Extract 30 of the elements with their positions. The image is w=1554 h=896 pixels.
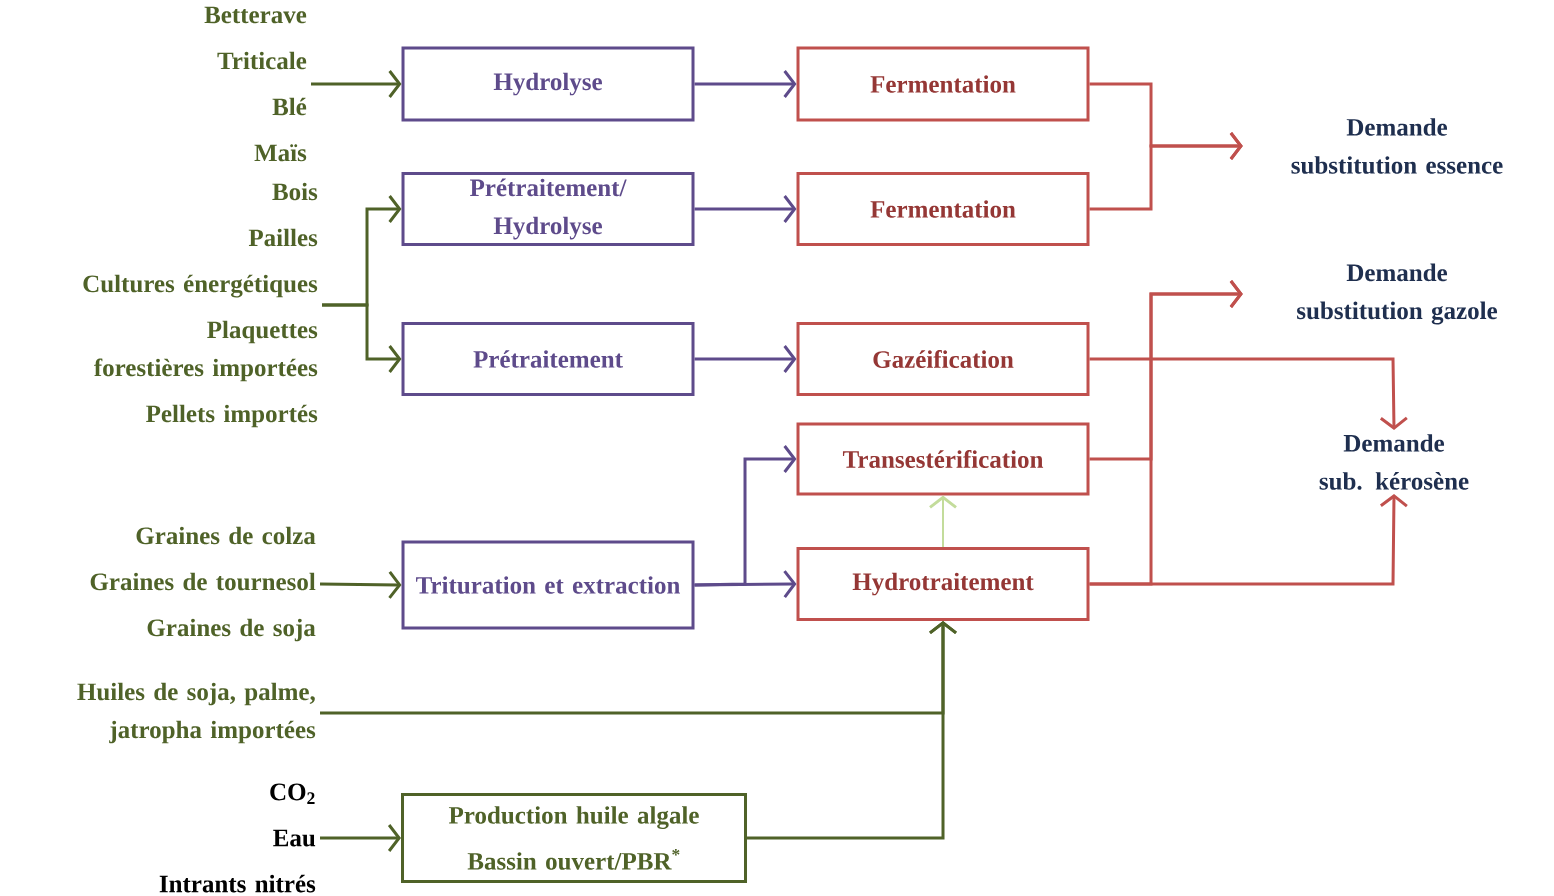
arrow <box>694 70 797 98</box>
output-label: Demande substitution essence <box>1291 118 1503 174</box>
process-box: Trituration et extraction <box>401 540 695 630</box>
process-box: Fermentation <box>796 172 1090 246</box>
arrow <box>322 303 402 373</box>
input-label: Betterave Triticale Blé Maïs <box>204 6 307 162</box>
process-box: Hydrolyse <box>401 46 695 122</box>
arrow <box>320 824 401 852</box>
output-label: Demande substitution gazole <box>1297 263 1498 325</box>
process-box: Prétraitement <box>401 322 695 396</box>
output-label: Demande sub. kérosène <box>1319 434 1469 490</box>
arrow <box>694 570 797 598</box>
arrow <box>311 70 402 98</box>
input-label: Graines de colza Graines de tournesol Graines de soja <box>90 526 316 642</box>
arrow <box>1089 132 1243 211</box>
input-label: CO$_{2}$ Eau Intrants nitrés <box>159 783 316 893</box>
process-box: Production huile algale Bassin ouvert/PBR$^{*}$ <box>401 793 747 883</box>
arrow <box>694 345 797 373</box>
arrow <box>1089 357 1408 430</box>
arrow <box>1089 494 1408 586</box>
process-box: Transestérification <box>796 422 1090 496</box>
input-label: Huiles de soja, palme, jatropha importées <box>77 682 316 744</box>
arrow <box>694 195 797 223</box>
input-label: Bois Pailles Cultures énergétiques Plaquettes forestières importées Pellets importés <box>83 182 318 428</box>
arrow <box>747 621 957 840</box>
arrow <box>320 570 402 599</box>
process-box: Prétraitement/ Hydrolyse <box>401 172 695 246</box>
process-box: Fermentation <box>796 46 1090 122</box>
process-box: Hydrotraitement <box>796 547 1090 621</box>
process-box: Gazéification <box>796 322 1090 396</box>
